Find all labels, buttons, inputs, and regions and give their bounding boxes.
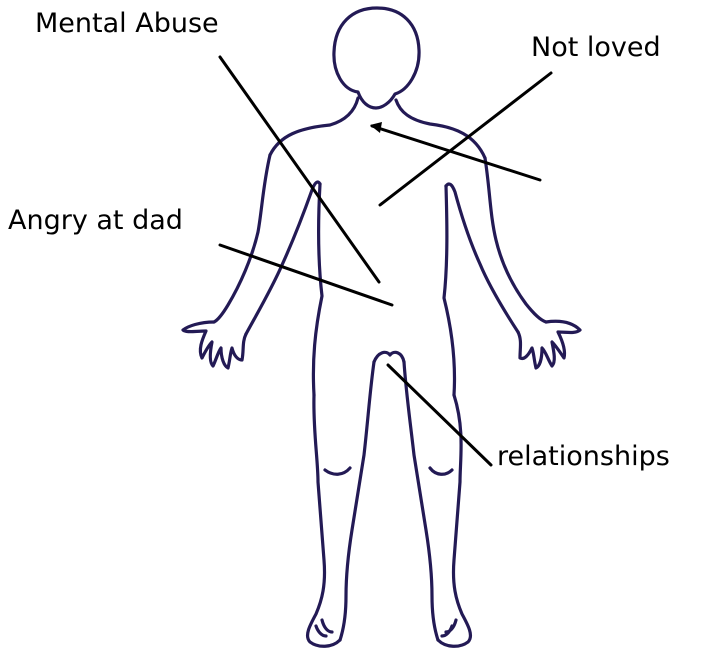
right-arm-inner [446,184,518,332]
crotch-outline [374,352,404,362]
left-hand-outline [183,322,246,368]
right-hand-outline [518,321,580,368]
label-angry-at-dad: Angry at dad [8,207,183,234]
label-not-loved: Not loved [531,34,661,61]
left-foot-toes [316,620,332,636]
right-leg-inner [404,362,438,640]
pointer-line-angry-at-dad [220,245,392,305]
pointer-line-shoulder [372,126,540,180]
label-mental-abuse: Mental Abuse [35,10,219,37]
left-torso-side [313,184,322,395]
head-outline [334,8,419,108]
right-arm-outer [485,158,546,322]
left-leg-outer [308,395,340,646]
left-arm-outer [214,155,270,322]
left-knee-mark [325,468,350,474]
left-leg-inner [340,362,374,640]
label-relationships: relationships [497,443,670,470]
right-torso-side [444,186,455,395]
right-foot-toes [442,620,456,636]
pointer-line-not-loved [380,73,551,205]
right-knee-mark [430,468,452,474]
right-foot-outline [438,395,470,646]
pointer-line-relationships [388,365,491,465]
